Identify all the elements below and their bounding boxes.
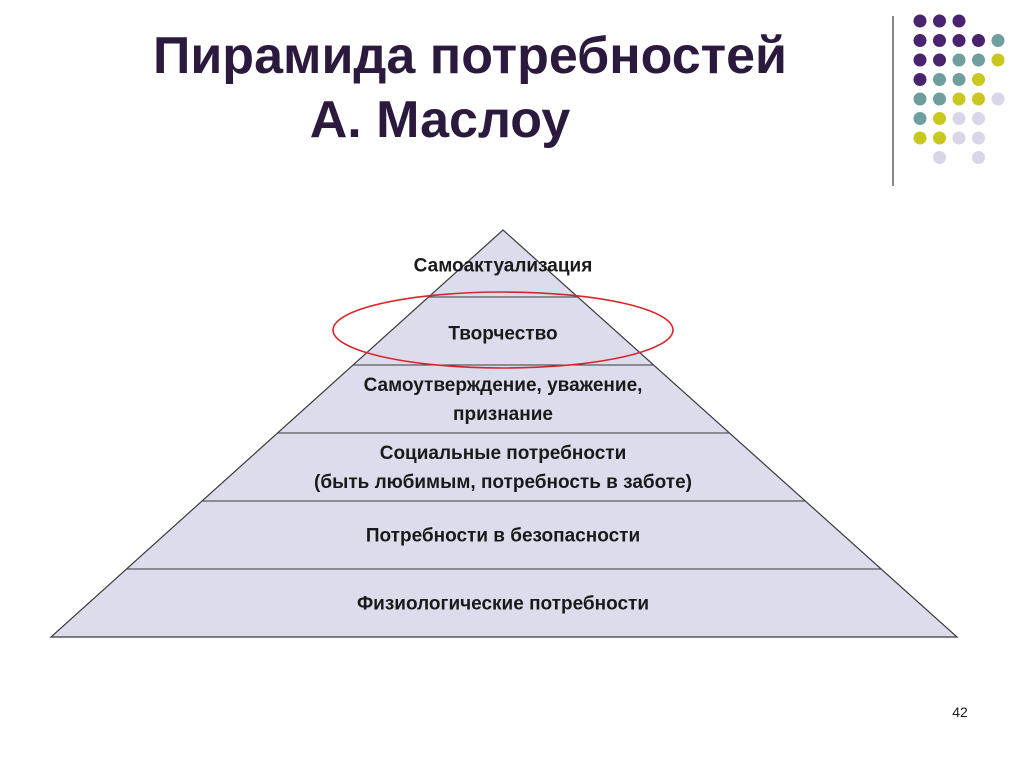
decor-dot-purple (933, 34, 946, 47)
decor-dot-purple (933, 53, 946, 67)
decor-dot-lavender (991, 92, 1005, 106)
pyramid-level-label: Творчество (448, 324, 557, 345)
decor-dot-lavender (933, 151, 946, 164)
decor-dot-purple (952, 34, 966, 47)
slide-title: Пирамида потребностей А. Маслоу (60, 24, 880, 152)
decor-dot-purple (913, 53, 927, 67)
decor-dot-lavender (952, 112, 966, 125)
decor-dot-purple (913, 73, 927, 86)
decor-dot-teal (991, 34, 1005, 47)
decor-dot-yellow (972, 73, 985, 86)
highlight-ring (332, 291, 674, 369)
decor-dot-teal (913, 112, 927, 125)
pyramid-level-label: Самоутверждение, уважение, (364, 375, 643, 396)
decor-dot-yellow (913, 131, 927, 145)
pyramid-level-label: признание (453, 404, 553, 425)
decor-dot-grid (913, 14, 1005, 164)
slide-title-line-1: Пирамида потребностей (152, 27, 788, 85)
decor-dot-lavender (972, 151, 985, 164)
pyramid-level-label: Потребности в безопасности (366, 526, 640, 547)
decor-dot-purple (913, 14, 927, 28)
decor-dot-teal (952, 53, 966, 67)
decor-dot-lavender (952, 131, 966, 145)
decor-dot-lavender (972, 112, 985, 125)
decor-dot-yellow (972, 92, 985, 106)
pyramid-level-label: Социальные потребности (380, 443, 627, 464)
decor-vertical-rule (892, 16, 894, 186)
decor-dot-yellow (933, 112, 946, 125)
slide-title-line-2: А. Маслоу (309, 91, 571, 149)
decor-dot-yellow (933, 131, 946, 145)
decor-dot-purple (972, 34, 985, 47)
page-number: 42 (952, 704, 968, 720)
pyramid-level-label: (быть любимым, потребность в заботе) (314, 472, 692, 493)
decor-dot-purple (952, 14, 966, 28)
decor-dot-purple (913, 34, 927, 47)
decor-dot-teal (972, 53, 985, 67)
decor-dot-teal (933, 92, 946, 106)
decor-dot-teal (933, 73, 946, 86)
pyramid-level-label: Самоактуализация (414, 256, 593, 277)
decor-dot-purple (933, 14, 946, 28)
pyramid-level-label: Физиологические потребности (357, 594, 649, 615)
decor-dot-teal (913, 92, 927, 106)
decor-dot-lavender (972, 131, 985, 145)
decor-dot-teal (952, 73, 966, 86)
decor-dot-yellow (952, 92, 966, 106)
decor-dot-yellow (991, 53, 1005, 67)
